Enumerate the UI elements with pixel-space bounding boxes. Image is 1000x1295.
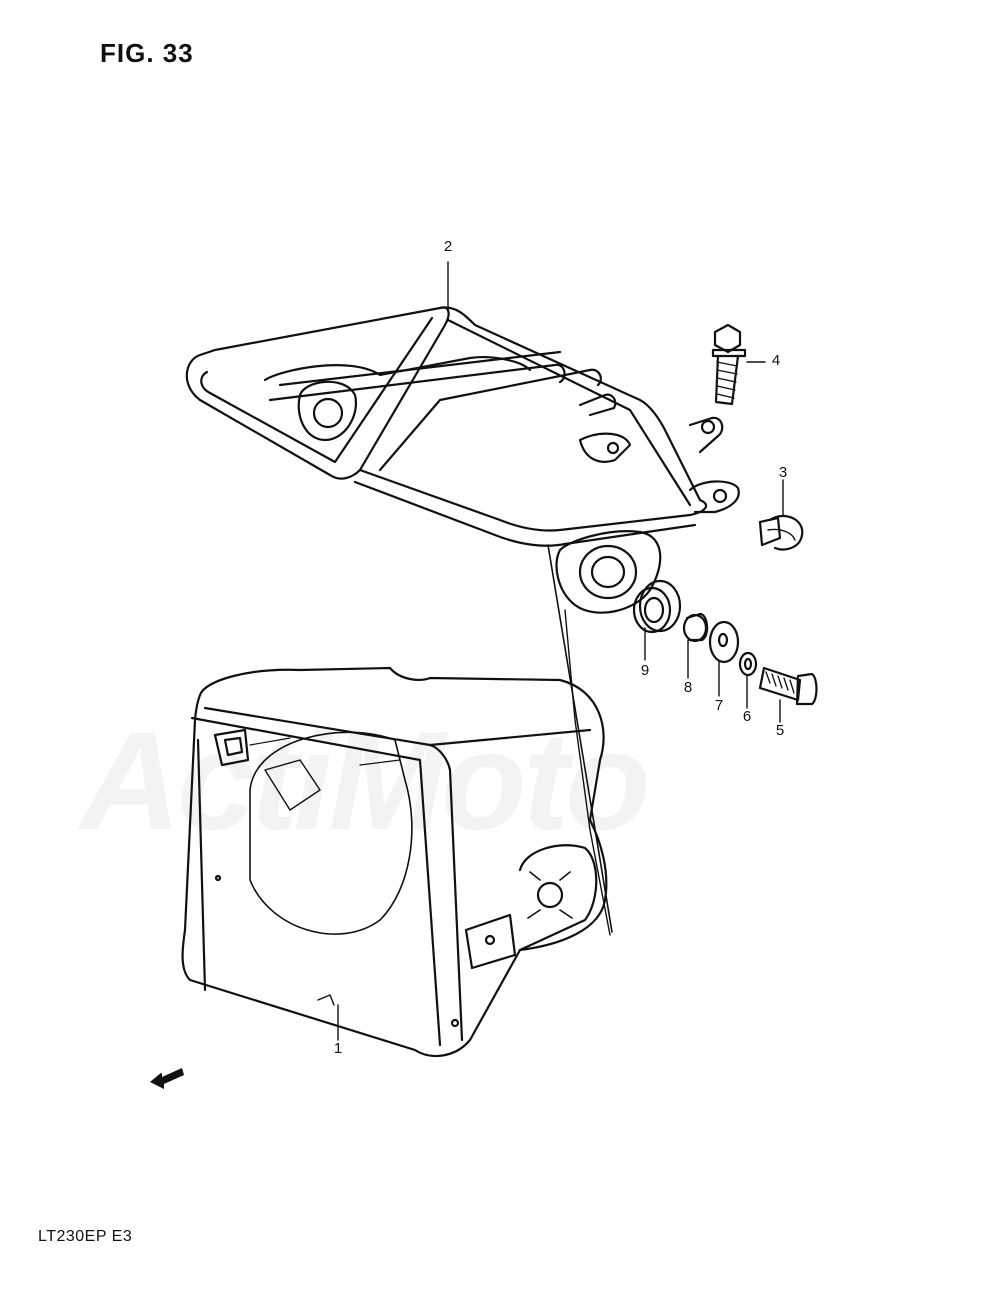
bolt-5-drawing bbox=[758, 666, 818, 706]
fwd-arrow-icon bbox=[150, 1068, 184, 1089]
watermark: ActiMoto bbox=[80, 700, 651, 862]
callout-8: 8 bbox=[683, 679, 693, 696]
bolt-4-drawing bbox=[711, 323, 747, 406]
callout-9: 9 bbox=[640, 662, 650, 679]
figure-title: FIG. 33 bbox=[100, 38, 194, 68]
headlight-housing-drawing bbox=[181, 666, 608, 1057]
callout-2: 2 bbox=[443, 238, 453, 255]
model-code: LT230EP E3 bbox=[38, 1228, 133, 1245]
leader-lines bbox=[337, 261, 784, 1041]
grommet-9-drawing bbox=[632, 579, 682, 634]
callout-7: 7 bbox=[714, 697, 724, 714]
carrier-rack-drawing bbox=[185, 306, 740, 936]
callout-6: 6 bbox=[742, 708, 752, 725]
callout-1: 1 bbox=[333, 1040, 343, 1057]
lock-washer-6-drawing bbox=[738, 651, 758, 677]
callout-3: 3 bbox=[778, 464, 788, 481]
callout-4: 4 bbox=[771, 352, 781, 369]
callout-5: 5 bbox=[775, 722, 785, 739]
washer-7-drawing bbox=[708, 620, 740, 664]
spacer-8-drawing bbox=[682, 612, 709, 643]
bolt-3-drawing bbox=[758, 514, 804, 551]
